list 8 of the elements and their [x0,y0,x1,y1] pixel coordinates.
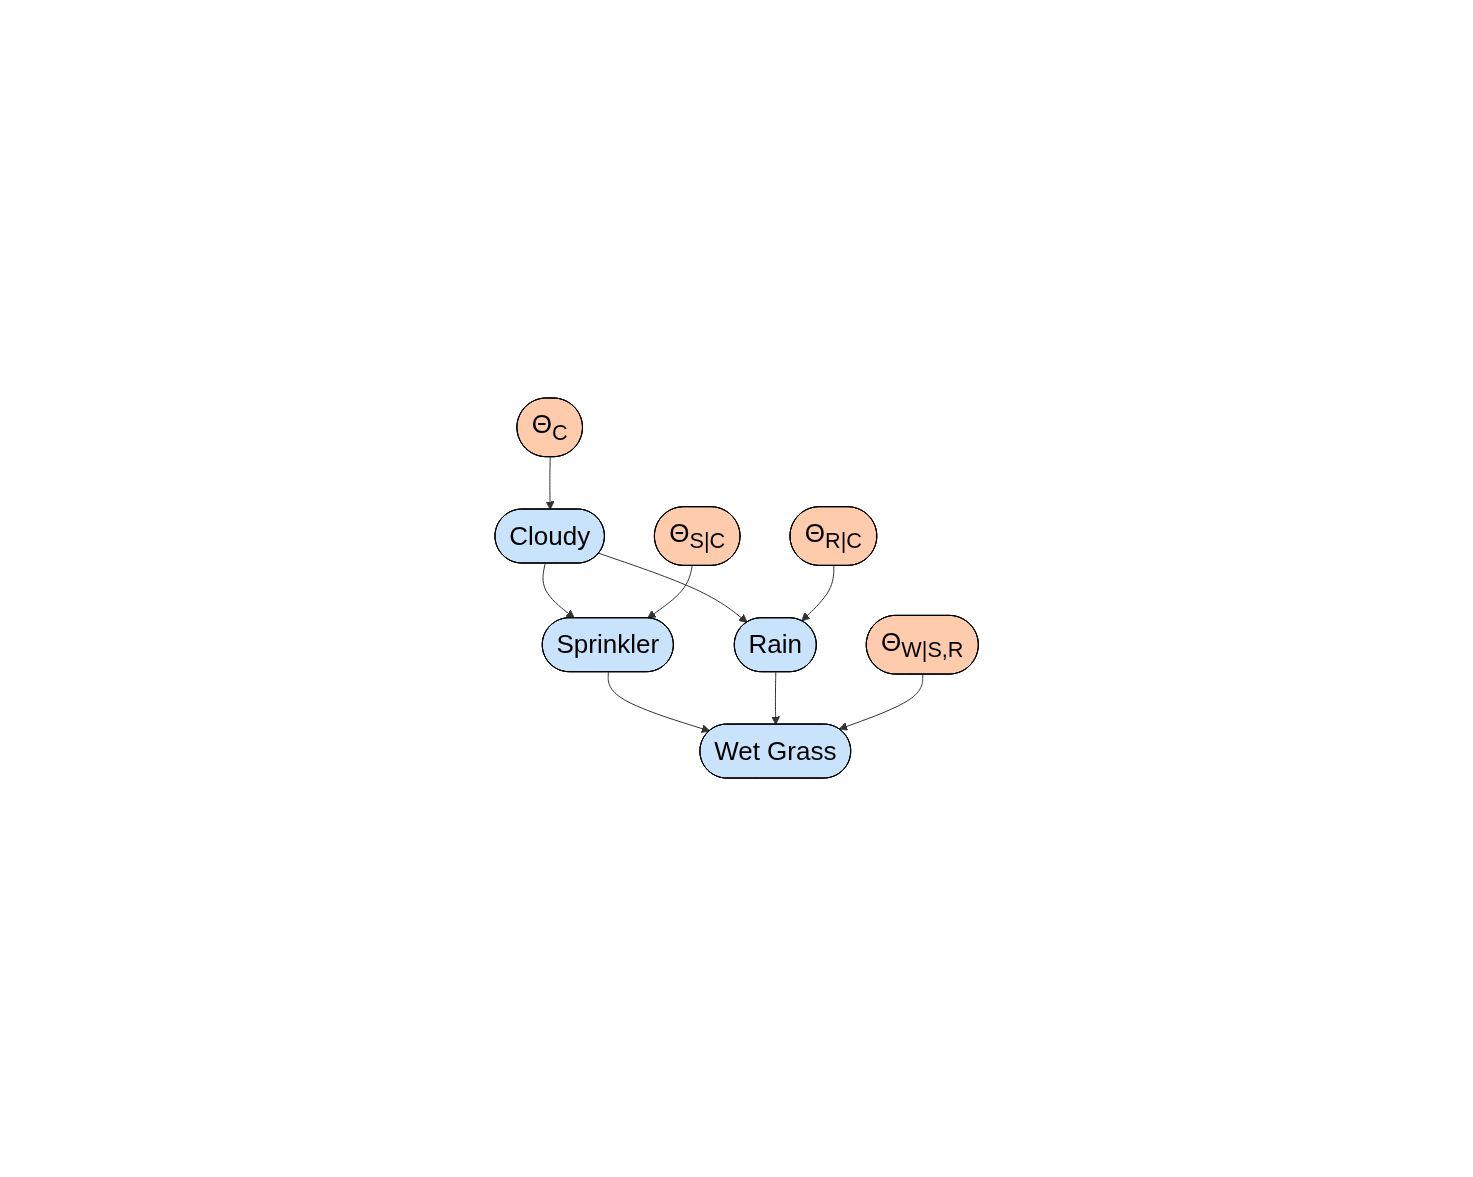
arrow [542,563,575,620]
arrow [801,565,835,622]
arrow [771,672,780,726]
arrow [647,565,693,620]
arrow [545,457,555,511]
arrow [607,672,711,734]
arrow [838,674,924,731]
arrow [598,553,748,624]
